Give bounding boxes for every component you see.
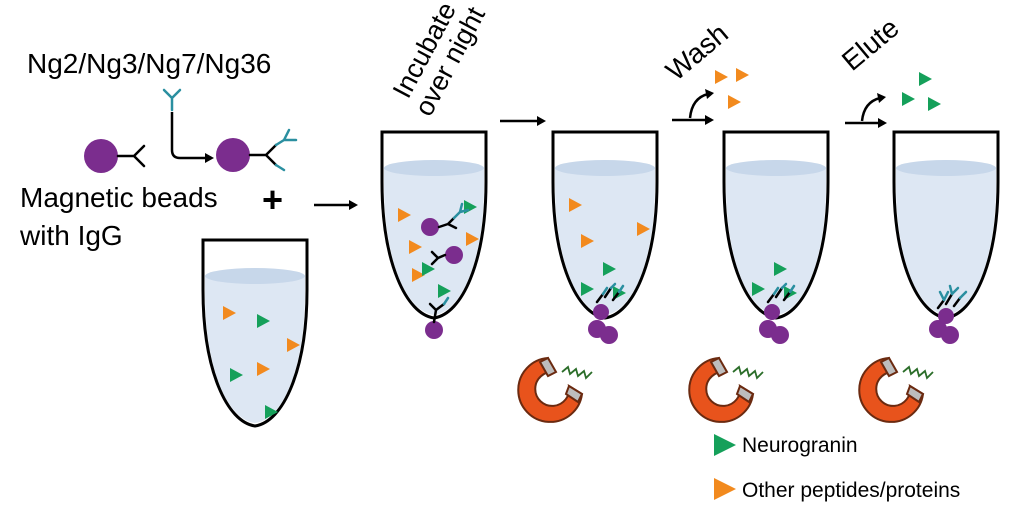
magnet-icon-3 bbox=[858, 357, 924, 423]
magnetic-field-lines-2 bbox=[732, 365, 764, 380]
antibody-list-label: Ng2/Ng3/Ng7/Ng36 bbox=[27, 48, 271, 79]
magnet-icon-1 bbox=[517, 357, 583, 423]
antibody-icon bbox=[162, 88, 182, 112]
beads-label-line1: Magnetic beads bbox=[20, 182, 218, 213]
arrow-to-separation bbox=[500, 116, 546, 126]
eluted-tube bbox=[892, 130, 1000, 344]
binding-arrow bbox=[170, 112, 214, 163]
sample-tube bbox=[201, 238, 309, 428]
legend-neurogranin-icon bbox=[714, 434, 736, 456]
wash-arrow bbox=[672, 89, 714, 125]
legend-neurogranin-label: Neurogranin bbox=[742, 434, 858, 457]
magnetic-field-lines-3 bbox=[902, 365, 934, 380]
other-peptide-marker bbox=[223, 306, 236, 320]
washed-tube bbox=[722, 130, 830, 344]
step-elute: Elute bbox=[836, 12, 905, 77]
elute-arrow bbox=[845, 93, 887, 128]
incubate-tube bbox=[380, 130, 488, 339]
arrow-to-incubate bbox=[314, 200, 358, 210]
legend-other-label: Other peptides/proteins bbox=[742, 479, 960, 502]
plus-sign: + bbox=[262, 179, 283, 220]
eluted-neurogranin bbox=[902, 72, 941, 111]
separation-tube bbox=[551, 130, 659, 344]
magnetic-field-lines-1 bbox=[561, 365, 593, 380]
washed-peptides bbox=[715, 68, 749, 109]
neurogranin-marker bbox=[257, 314, 270, 328]
legend: Neurogranin Other peptides/proteins bbox=[714, 434, 960, 502]
beads-label-line2: with IgG bbox=[19, 220, 123, 251]
bead-antibody-complex-icon bbox=[216, 128, 298, 172]
bead-with-igg-icon bbox=[84, 139, 146, 173]
magnet-icon-2 bbox=[688, 357, 754, 423]
legend-other-icon bbox=[714, 478, 736, 500]
